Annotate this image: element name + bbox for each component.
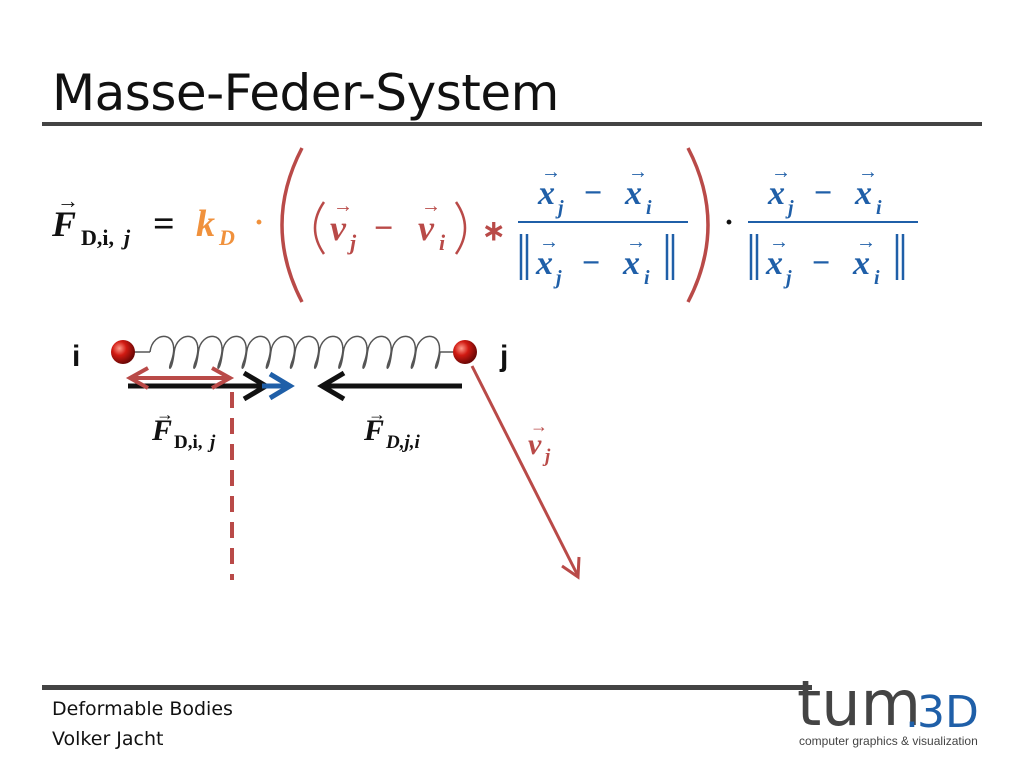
formula-small-paren-right (454, 201, 467, 255)
formula-lhs-F: F (51, 204, 76, 244)
frac2-num-arrow-1: → (771, 161, 791, 183)
formula-v-i-sub: i (439, 230, 446, 255)
frac1-num-arrow-2: → (628, 161, 648, 183)
logo-tagline: computer graphics & visualization (799, 734, 978, 748)
label-force-ij-sub-j: j (207, 432, 216, 453)
frac1-den-x-i: x (622, 245, 640, 282)
frac1-den-x-i-sub: i (644, 267, 650, 289)
label-force-ji: F (363, 414, 384, 447)
formula-v-arrow-2: → (421, 195, 441, 217)
frac2-den-x-i-sub: i (874, 267, 880, 289)
formula-dot-1: · (254, 206, 264, 239)
label-force-ij: F (151, 414, 172, 447)
frac1-den-x-j: x (535, 245, 553, 282)
frac2-den-x-j: x (765, 245, 783, 282)
frac1-num-x-i: x (624, 175, 642, 212)
formula-v-arrow-1: → (333, 195, 353, 217)
mass-j (453, 340, 477, 364)
frac1-num-x-i-sub: i (646, 197, 652, 219)
spring-force-arrowhead (268, 371, 295, 401)
force-ji-arrowhead (317, 370, 346, 402)
title-divider (42, 122, 982, 126)
formula-big-paren-left (280, 147, 304, 303)
frac1-den-arrow-2: → (626, 231, 646, 253)
spring-diagram: i j → F D,i, j → F D,j,i → v j (72, 335, 581, 580)
frac2-den-arrow-2: → (856, 231, 876, 253)
frac1-num-x-j: x (537, 175, 555, 212)
formula: → F D,i, j = k D · → v j − → v i ∗ → x j… (51, 147, 918, 303)
formula-v-j-sub: j (347, 230, 357, 255)
frac2-den-x-j-sub: j (783, 267, 792, 289)
formula-small-paren-left (313, 201, 326, 255)
node-label-i: i (72, 340, 80, 373)
formula-star: ∗ (482, 216, 505, 247)
frac2-den-arrow-1: → (769, 231, 789, 253)
formula-equals: = (153, 203, 175, 245)
frac1-den-x-j-sub: j (553, 267, 562, 289)
formula-v-i: v (418, 208, 435, 248)
label-force-ij-arrow: → (156, 404, 174, 424)
velocity-arrowhead (561, 556, 581, 580)
formula-lhs-sub: D,i, (81, 225, 114, 250)
footer-divider (42, 685, 812, 690)
damping-arrowhead-left (125, 366, 149, 390)
label-force-ji-arrow: → (368, 404, 386, 424)
slide-title: Masse-Feder-System (52, 64, 559, 122)
formula-k: k (196, 203, 215, 245)
label-force-ij-sub: D,i, (174, 432, 203, 453)
damping-arrowhead-right (211, 366, 235, 390)
frac1-den-arrow-1: → (539, 231, 559, 253)
frac2-den-minus: − (812, 244, 830, 280)
footer-author: Volker Jacht (52, 728, 164, 750)
logo-brand: tum (797, 667, 921, 740)
label-force-ji-sub: D,j,i (385, 432, 421, 453)
frac1-num-minus: − (584, 174, 602, 210)
frac1-den-minus: − (582, 244, 600, 280)
frac2-num-x-j: x (767, 175, 785, 212)
formula-dot-2: · (724, 206, 734, 239)
logo-suffix: 3D (917, 687, 979, 738)
formula-k-sub: D (218, 225, 235, 250)
label-velocity-sub: j (542, 446, 551, 467)
node-label-j: j (499, 340, 508, 373)
formula-big-paren-right (686, 147, 710, 303)
label-velocity: v (528, 428, 542, 461)
frac2-num-x-j-sub: j (785, 197, 794, 219)
frac1-num-x-j-sub: j (555, 197, 564, 219)
formula-minus-1: − (374, 210, 393, 247)
mass-i (111, 340, 135, 364)
velocity-arrow (470, 365, 579, 575)
tum3d-logo: tum . 3D computer graphics & visualizati… (797, 667, 979, 748)
formula-lhs-sub-j: j (121, 225, 131, 250)
frac2-num-x-i-sub: i (876, 197, 882, 219)
formula-vector-arrow: → (57, 188, 79, 213)
frac2-num-x-i: x (854, 175, 872, 212)
frac2-den-x-i: x (852, 245, 870, 282)
label-velocity-arrow: → (530, 416, 548, 436)
frac2-num-minus: − (814, 174, 832, 210)
logo-dot: . (905, 687, 919, 738)
footer-course: Deformable Bodies (52, 698, 233, 720)
frac1-num-arrow-1: → (541, 161, 561, 183)
spring-coil (149, 335, 441, 369)
formula-v-j: v (330, 208, 347, 248)
frac2-num-arrow-2: → (858, 161, 878, 183)
